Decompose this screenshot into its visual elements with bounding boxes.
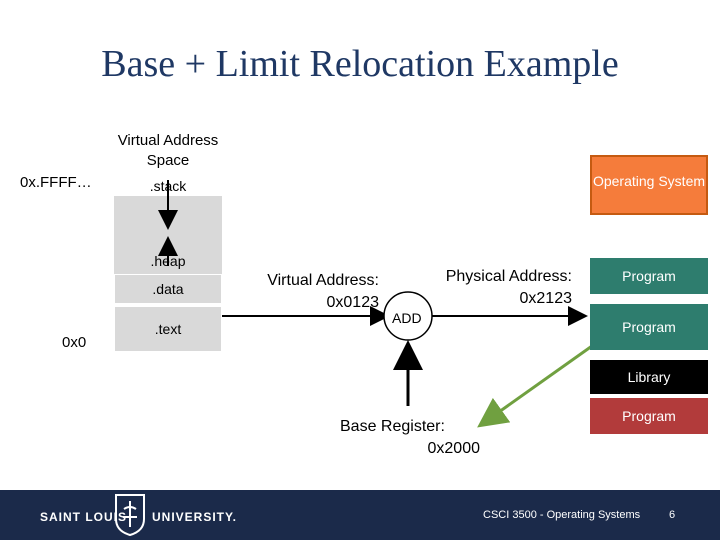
footer-course: CSCI 3500 - Operating Systems — [483, 509, 641, 521]
memory-program-2-label: Program — [622, 319, 676, 335]
add-circle — [383, 291, 433, 341]
virtual-address-block: Virtual Address: 0x0123 — [244, 270, 379, 314]
memory-program-1: Program — [590, 258, 708, 294]
physical-address-label: Physical Address: — [445, 268, 572, 285]
footer-bar — [0, 490, 720, 540]
university-name-right: UNIVERSITY. — [152, 510, 238, 524]
virtual-address-label: Virtual Address: — [267, 272, 379, 289]
add-label: ADD — [392, 310, 422, 326]
memory-program-1-label: Program — [622, 268, 676, 284]
segment-text-label: .text — [154, 321, 182, 337]
memory-program-2: Program — [590, 304, 708, 350]
base-register-block: Base Register: 0x2000 — [340, 416, 480, 460]
base-register-value: 0x2000 — [427, 440, 481, 457]
segment-data: .data — [114, 274, 222, 304]
segment-text: .text — [114, 306, 222, 352]
base-pointer-arrow — [477, 344, 593, 428]
university-crest-icon — [115, 494, 145, 537]
slide-title: Base + Limit Relocation Example — [101, 43, 619, 85]
footer-page-number: 6 — [669, 509, 676, 521]
memory-library-label: Library — [627, 369, 671, 385]
memory-operating-system: Operating System — [590, 155, 708, 215]
memory-program-3: Program — [590, 398, 708, 434]
memory-program-3-label: Program — [622, 408, 676, 424]
bottom-address-label: 0x0 — [62, 334, 87, 351]
physical-address-block: Physical Address: 0x2123 — [430, 266, 572, 310]
memory-os-label: Operating System — [592, 173, 706, 189]
physical-address-value: 0x2123 — [519, 290, 573, 307]
virtual-address-value: 0x0123 — [326, 294, 380, 311]
virtual-address-space-label: Virtual Address Space — [117, 132, 219, 169]
segment-data-label: .data — [152, 281, 184, 297]
base-register-label: Base Register: — [340, 418, 445, 435]
university-name-left: SAINT LOUIS — [40, 510, 128, 524]
memory-library: Library — [590, 360, 708, 394]
top-address-label: 0x.FFFF… — [20, 174, 92, 191]
